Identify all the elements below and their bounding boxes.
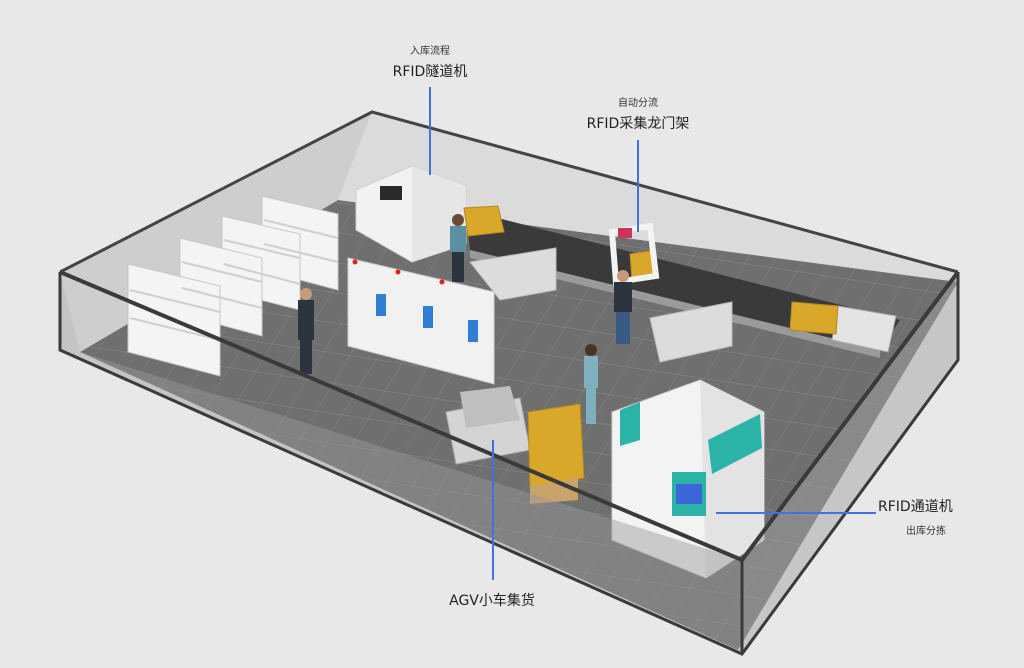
callout-gantry-main: RFID采集龙门架 — [586, 116, 690, 132]
callout-tunnel-main: RFID隧道机 — [392, 64, 468, 80]
callout-channel-sub: 出库分拣 — [906, 526, 946, 537]
agv-leader-line — [492, 440, 494, 580]
channel-leader-line — [716, 512, 876, 514]
callout-tunnel-sub: 入库流程 — [410, 46, 450, 57]
agv-cart — [445, 386, 585, 504]
rfid-channel-machine — [611, 379, 765, 579]
gantry-leader-line — [637, 140, 639, 232]
callout-agv-main: AGV小车集货 — [449, 593, 535, 609]
smart-lockers — [347, 257, 495, 385]
callout-tunnel: 入库流程 RFID隧道机 — [380, 42, 480, 81]
callout-gantry-sub: 自动分流 — [618, 98, 658, 109]
callout-gantry: 自动分流 RFID采集龙门架 — [568, 94, 708, 133]
tunnel-leader-line — [429, 87, 431, 175]
front-walls — [58, 270, 960, 656]
workers — [298, 214, 632, 424]
callout-channel-main: RFID通道机 — [878, 499, 953, 515]
callout-agv: AGV小车集货 — [436, 590, 548, 610]
callout-channel: RFID通道机 出库分拣 — [878, 496, 953, 537]
cargo-boxes — [463, 205, 839, 335]
